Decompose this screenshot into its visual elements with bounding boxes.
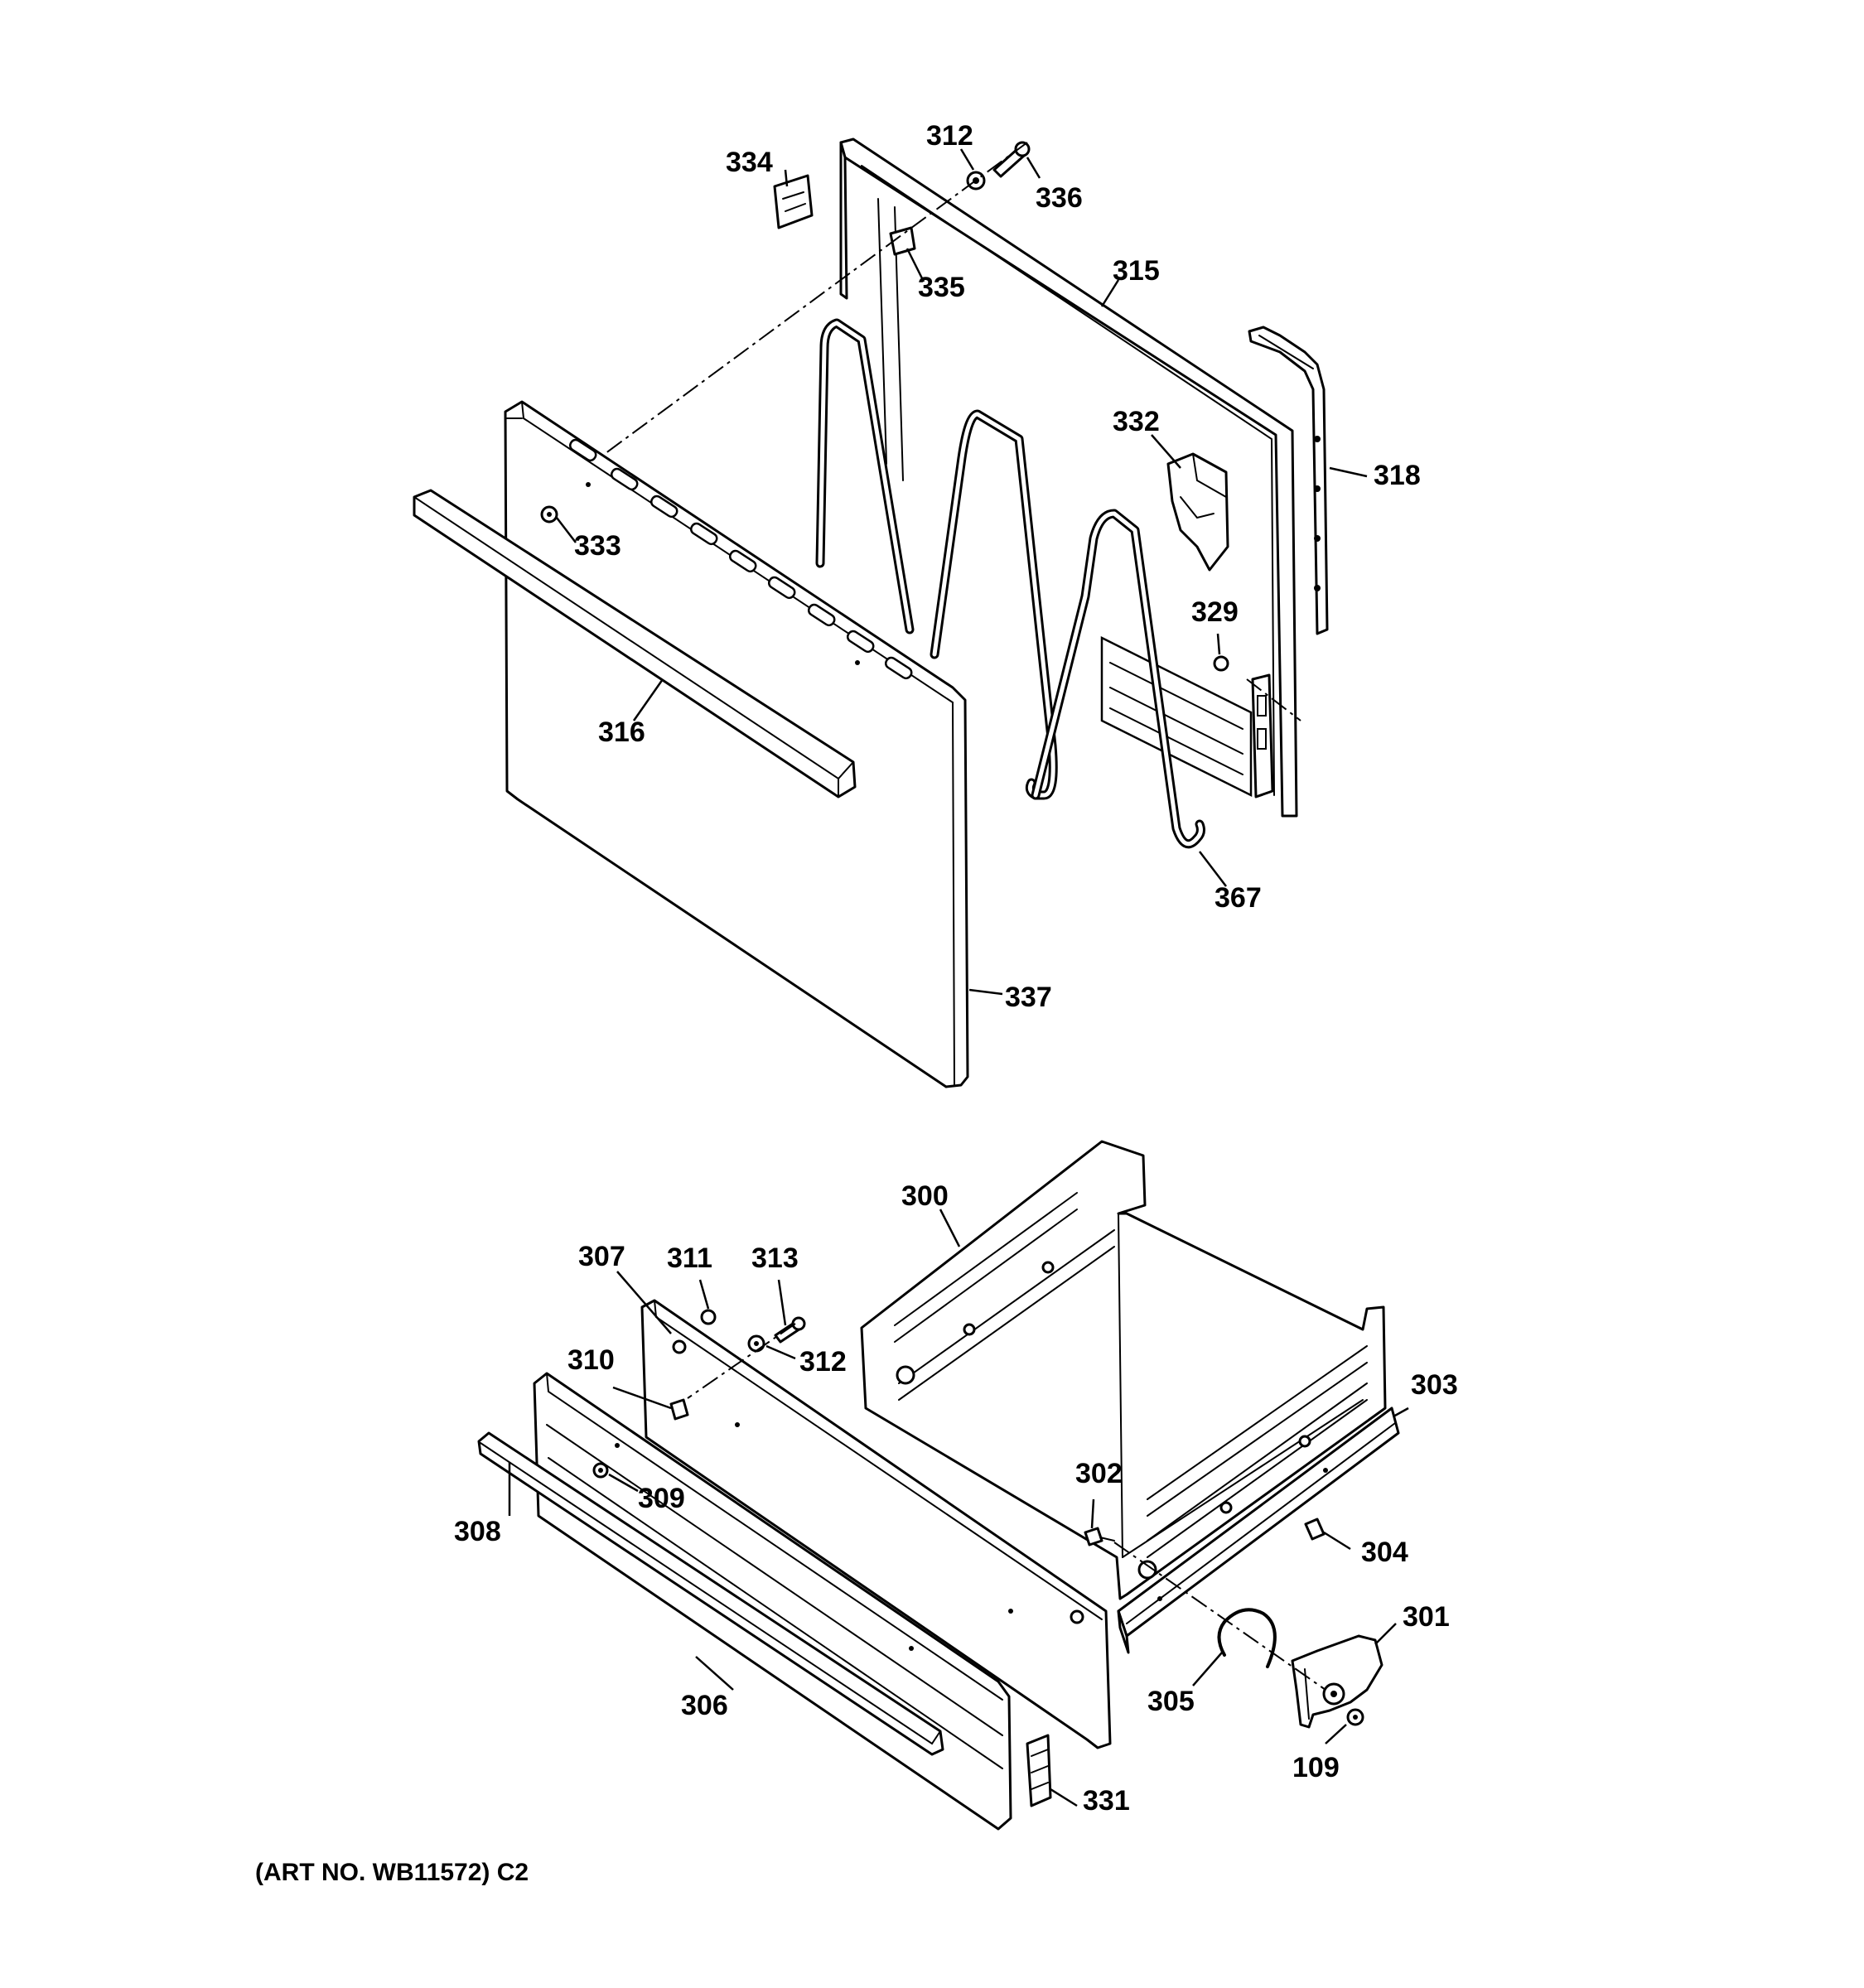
handle-308: [477, 1431, 944, 1756]
callout-310: 310: [567, 1344, 615, 1376]
clip-334: [773, 174, 814, 229]
callout-311: 311: [667, 1242, 712, 1274]
wire-support-367: [815, 318, 1205, 849]
callout-303: 303: [1411, 1369, 1458, 1401]
callout-313: 313: [751, 1242, 799, 1274]
stud-302: [1084, 1527, 1115, 1546]
callout-308: 308: [454, 1516, 501, 1547]
callout-367: 367: [1214, 882, 1262, 914]
callout-336: 336: [1036, 182, 1083, 214]
drawer-body-300: [860, 1140, 1387, 1600]
leader-lines: [508, 148, 1409, 1807]
screw-336: [992, 141, 1031, 178]
callout-318: 318: [1374, 460, 1421, 491]
end-cap-331: [1026, 1734, 1052, 1807]
callout-333: 333: [574, 530, 621, 562]
insulation-332: [1166, 452, 1229, 572]
callout-300: 300: [901, 1180, 949, 1212]
art-number-label: (ART NO. WB11572) C2: [255, 1859, 529, 1886]
gasket-318: [1248, 326, 1329, 635]
callout-302: 302: [1075, 1458, 1123, 1489]
callout-332: 332: [1113, 406, 1160, 437]
callout-331: 331: [1083, 1785, 1130, 1817]
callout-316: 316: [598, 717, 645, 748]
callout-334: 334: [726, 147, 773, 178]
drawer-front-inner-307: [640, 1299, 1112, 1749]
callout-301: 301: [1403, 1601, 1450, 1633]
spring-clip-305: [1217, 1608, 1277, 1668]
callout-329: 329: [1191, 596, 1239, 628]
screw-313: [774, 1316, 806, 1344]
clip-304: [1304, 1518, 1326, 1541]
callout-315: 315: [1113, 255, 1160, 287]
nut-333: [540, 505, 558, 524]
callout-306: 306: [681, 1690, 728, 1721]
nut-309: [592, 1462, 609, 1479]
callout-335: 335: [918, 272, 965, 303]
callout-304: 304: [1361, 1537, 1408, 1568]
clip-310: [669, 1398, 689, 1421]
callout-337: 337: [1005, 982, 1052, 1013]
screw-329: [1213, 655, 1229, 672]
nut-312-bottom: [747, 1334, 765, 1353]
nut-109: [1346, 1708, 1364, 1726]
clip-335: [889, 226, 916, 256]
callout-312-bottom: 312: [799, 1346, 847, 1378]
callout-307: 307: [578, 1241, 625, 1272]
slide-rail-303: [1117, 1407, 1400, 1654]
handle-316: [413, 489, 857, 799]
outer-door-337: [504, 400, 969, 1088]
callout-305: 305: [1147, 1686, 1195, 1717]
door-inner-panel-315: [839, 138, 1298, 818]
callout-109: 109: [1292, 1752, 1340, 1783]
callout-309: 309: [638, 1483, 685, 1514]
nut-311: [700, 1309, 717, 1325]
callout-312-top: 312: [926, 120, 973, 152]
bracket-301: [1291, 1634, 1384, 1729]
